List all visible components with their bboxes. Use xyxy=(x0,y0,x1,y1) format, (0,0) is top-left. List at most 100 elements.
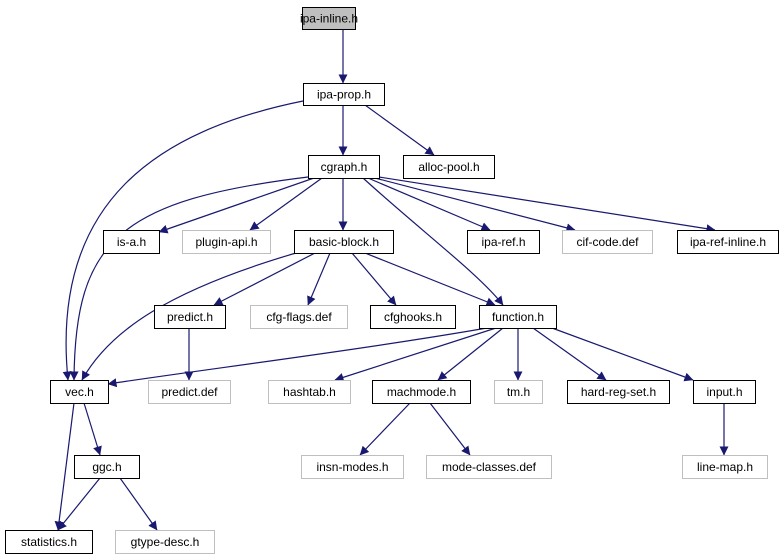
node-cgraph-label: cgraph.h xyxy=(321,160,368,174)
node-line-map-box xyxy=(682,455,768,479)
edge-cgraph-to-function xyxy=(362,177,504,306)
node-predict-def-box xyxy=(148,380,231,404)
node-predict-def-label: predict.def xyxy=(161,385,218,399)
edge-cgraph-to-is-a xyxy=(158,177,315,234)
node-alloc-pool[interactable]: alloc-pool.h xyxy=(403,155,495,179)
node-vec[interactable]: vec.h xyxy=(50,380,109,404)
node-function[interactable]: function.h xyxy=(479,305,557,329)
node-hard-reg-set[interactable]: hard-reg-set.h xyxy=(567,380,670,404)
edges-layer xyxy=(54,29,729,531)
node-alloc-pool-box xyxy=(403,155,495,179)
node-predict-box xyxy=(154,305,226,329)
node-ipa-inline-box xyxy=(302,7,356,30)
node-function-box xyxy=(479,305,557,329)
node-basic-block-box xyxy=(294,230,394,254)
node-mode-classes-label: mode-classes.def xyxy=(442,460,537,474)
node-insn-modes-box xyxy=(301,455,404,479)
node-plugin-api: plugin-api.h xyxy=(182,230,271,254)
node-machmode-box xyxy=(372,380,471,404)
edge-function-to-hashtab xyxy=(334,327,497,382)
edge-basic-block-to-cfghooks xyxy=(351,252,397,306)
node-gtype-desc-box xyxy=(115,530,215,554)
node-statistics-box xyxy=(5,530,93,554)
edge-machmode-to-insn-modes xyxy=(359,402,411,456)
node-vec-label: vec.h xyxy=(65,385,94,399)
node-machmode[interactable]: machmode.h xyxy=(372,380,471,404)
node-hard-reg-set-label: hard-reg-set.h xyxy=(581,385,656,399)
node-tm-label: tm.h xyxy=(507,385,530,399)
edge-vec-to-statistics xyxy=(54,402,75,531)
node-ipa-ref-label: ipa-ref.h xyxy=(481,235,525,249)
node-ipa-prop[interactable]: ipa-prop.h xyxy=(303,83,385,106)
node-mode-classes: mode-classes.def xyxy=(426,455,552,479)
node-is-a[interactable]: is-a.h xyxy=(103,230,160,254)
node-ggc-box xyxy=(74,455,140,479)
node-alloc-pool-label: alloc-pool.h xyxy=(418,160,479,174)
node-line-map-label: line-map.h xyxy=(697,460,753,474)
node-cif-code-label: cif-code.def xyxy=(576,235,639,249)
node-basic-block-label: basic-block.h xyxy=(309,235,379,249)
edge-cgraph-to-cif-code xyxy=(374,177,576,233)
node-ipa-ref-inline[interactable]: ipa-ref-inline.h xyxy=(677,230,779,254)
node-ipa-ref-inline-box xyxy=(677,230,779,254)
edge-function-to-machmode xyxy=(437,327,504,381)
node-ipa-prop-label: ipa-prop.h xyxy=(317,88,371,102)
node-mode-classes-box xyxy=(426,455,552,479)
node-ipa-ref[interactable]: ipa-ref.h xyxy=(467,230,540,254)
edge-ipa-prop-to-vec xyxy=(62,100,304,381)
edge-ggc-to-gtype-desc xyxy=(119,477,158,531)
nodes-layer: ipa-inline.h ipa-prop.h cgraph.h alloc-pool… xyxy=(5,7,779,554)
node-input[interactable]: input.h xyxy=(693,380,756,404)
node-hashtab: hashtab.h xyxy=(268,380,351,404)
node-ggc[interactable]: ggc.h xyxy=(74,455,140,479)
node-plugin-api-box xyxy=(182,230,271,254)
edge-cgraph-to-ipa-ref xyxy=(367,177,491,231)
node-tm: tm.h xyxy=(494,380,543,404)
node-line-map: line-map.h xyxy=(682,455,768,479)
node-predict-label: predict.h xyxy=(167,310,213,324)
node-hashtab-label: hashtab.h xyxy=(283,385,336,399)
edge-ipa-prop-to-alloc-pool xyxy=(364,104,435,156)
node-function-label: function.h xyxy=(492,310,544,324)
node-cgraph[interactable]: cgraph.h xyxy=(308,155,380,179)
node-predict-def: predict.def xyxy=(148,380,231,404)
node-tm-box xyxy=(494,380,543,404)
node-cfg-flags-box xyxy=(250,305,348,329)
edge-machmode-to-mode-classes xyxy=(429,402,471,456)
edge-function-to-input xyxy=(551,327,694,382)
node-cfg-flags-label: cfg-flags.def xyxy=(266,310,332,324)
node-cfghooks-box xyxy=(370,305,456,329)
edge-basic-block-to-vec xyxy=(81,252,297,381)
node-is-a-box xyxy=(103,230,160,254)
node-insn-modes-label: insn-modes.h xyxy=(316,460,388,474)
edge-basic-block-to-predict xyxy=(213,252,316,306)
node-ipa-inline-label: ipa-inline.h xyxy=(300,12,358,26)
node-statistics[interactable]: statistics.h xyxy=(5,530,93,554)
node-ipa-prop-box xyxy=(303,83,385,106)
node-predict[interactable]: predict.h xyxy=(154,305,226,329)
node-basic-block[interactable]: basic-block.h xyxy=(294,230,394,254)
node-input-box xyxy=(693,380,756,404)
node-gtype-desc: gtype-desc.h xyxy=(115,530,215,554)
edge-cgraph-to-ipa-ref-inline xyxy=(378,176,716,234)
node-ggc-label: ggc.h xyxy=(92,460,121,474)
node-vec-box xyxy=(50,380,109,404)
node-insn-modes: insn-modes.h xyxy=(301,455,404,479)
node-cgraph-box xyxy=(308,155,380,179)
node-cfghooks[interactable]: cfghooks.h xyxy=(370,305,456,329)
edge-basic-block-to-cfg-flags xyxy=(307,252,331,306)
node-statistics-label: statistics.h xyxy=(21,535,77,549)
node-cif-code: cif-code.def xyxy=(562,230,653,254)
node-ipa-ref-box xyxy=(467,230,540,254)
node-input-label: input.h xyxy=(706,385,742,399)
node-ipa-ref-inline-label: ipa-ref-inline.h xyxy=(690,235,766,249)
edge-basic-block-to-function xyxy=(364,252,496,307)
node-hashtab-box xyxy=(268,380,351,404)
edge-function-to-hard-reg-set xyxy=(532,327,607,381)
node-machmode-label: machmode.h xyxy=(387,385,456,399)
edge-ggc-to-statistics xyxy=(57,477,101,531)
node-cfg-flags: cfg-flags.def xyxy=(250,305,348,329)
node-gtype-desc-label: gtype-desc.h xyxy=(131,535,200,549)
edge-vec-to-ggc xyxy=(83,402,102,456)
